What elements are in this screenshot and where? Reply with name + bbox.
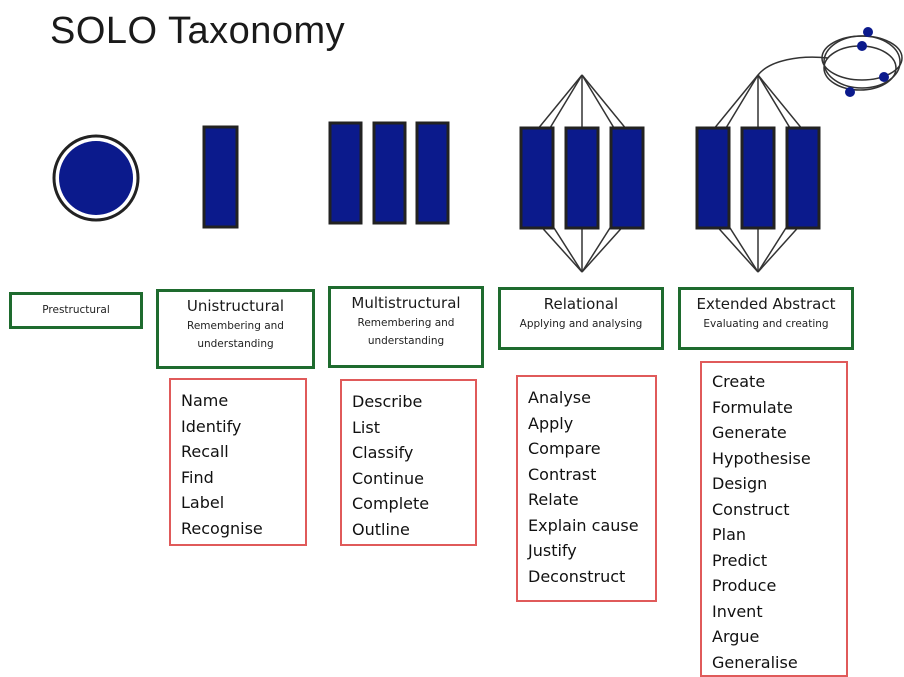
- level-subtitle: Applying and analysing: [519, 318, 643, 330]
- verb-item: Produce: [712, 576, 777, 595]
- verb-item: Name: [181, 391, 229, 410]
- page-title: SOLO Taxonomy: [50, 10, 346, 52]
- verb-item: Classify: [352, 443, 414, 462]
- level-relational: Relational Applying and analysing: [498, 287, 664, 350]
- level-subtitle: Remembering and understanding: [187, 320, 284, 350]
- level-title: Relational: [543, 295, 619, 313]
- unistructural-bar-icon: [202, 125, 239, 229]
- verb-item: Complete: [352, 494, 430, 513]
- verb-item: Argue: [712, 627, 760, 646]
- level-unistructural: Unistructural Remembering and understand…: [156, 289, 315, 369]
- verb-item: Compare: [528, 439, 601, 458]
- verb-item: Create: [712, 372, 766, 391]
- level-title: Unistructural: [186, 297, 285, 315]
- verb-item: Identify: [181, 416, 242, 436]
- verb-item: Relate: [528, 490, 579, 509]
- verb-item: Recognise: [181, 518, 263, 538]
- extended-abstract-bars: [695, 126, 821, 230]
- verb-item: Deconstruct: [528, 566, 626, 586]
- orbit-icon: [821, 27, 903, 97]
- level-subtitle: Remembering and understanding: [357, 317, 455, 347]
- verb-item: Label: [181, 493, 225, 512]
- relational-bars: [519, 126, 645, 230]
- level-extended-abstract: Extended Abstract Evaluating and creatin…: [678, 287, 854, 350]
- verb-item: Generalise: [712, 652, 798, 672]
- verb-item: Construct: [712, 499, 790, 519]
- verb-item: Formulate: [712, 397, 793, 417]
- verb-item: Analyse: [528, 388, 591, 407]
- verb-item: Predict: [712, 550, 768, 570]
- verb-item: Find: [181, 467, 214, 487]
- verb-item: Generate: [712, 423, 787, 442]
- level-prestructural: Prestructural: [9, 292, 143, 329]
- level-title: Multistructural: [351, 294, 461, 312]
- verb-item: Contrast: [528, 464, 597, 484]
- verb-item: Design: [712, 474, 768, 493]
- level-multistructural: Multistructural Remembering and understa…: [328, 286, 484, 368]
- verb-item: Continue: [352, 468, 424, 488]
- verb-item: Hypothesise: [712, 448, 811, 468]
- level-title: Prestructural: [42, 304, 110, 316]
- verb-item: List: [352, 417, 380, 437]
- verb-item: Invent: [712, 601, 763, 621]
- verb-item: Outline: [352, 519, 410, 539]
- level-title: Extended Abstract: [696, 295, 836, 313]
- verb-item: Apply: [528, 413, 574, 433]
- multistructural-bars-icon: [328, 121, 450, 225]
- verb-item: Describe: [352, 392, 423, 411]
- verb-item: Explain cause: [528, 515, 639, 535]
- verb-item: Justify: [528, 541, 577, 560]
- level-subtitle: Evaluating and creating: [703, 318, 829, 330]
- verb-item: Plan: [712, 525, 747, 544]
- verb-item: Recall: [181, 442, 229, 461]
- prestructural-circle-icon: [52, 134, 140, 222]
